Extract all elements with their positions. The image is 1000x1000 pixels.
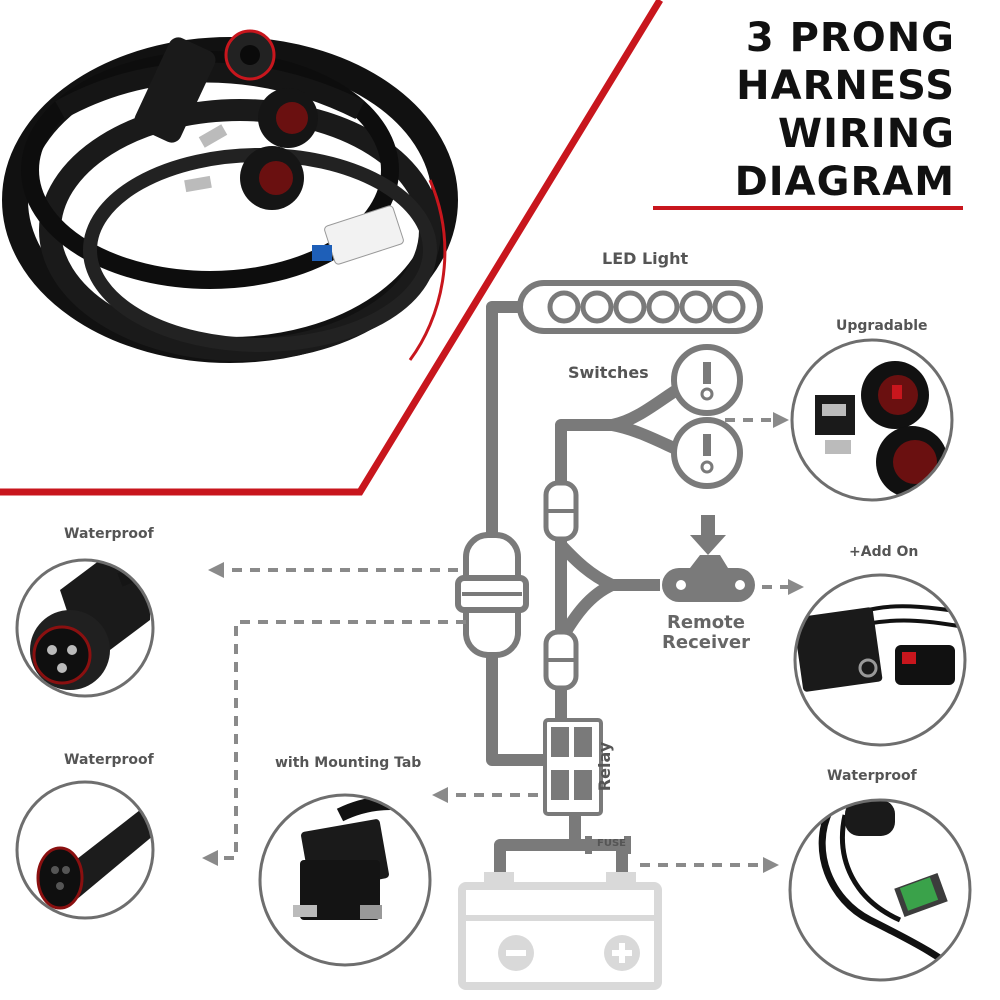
remote-wire-upper: [556, 540, 660, 591]
add-on-label: +Add On: [849, 544, 919, 560]
switches-label: Switches: [568, 363, 649, 382]
led-light-label: LED Light: [602, 249, 689, 268]
waterproof-plug-photo: [15, 558, 155, 698]
title-line-3: WIRING: [778, 111, 955, 157]
battery-symbol: [458, 872, 662, 990]
upgradable-switch-photo: [790, 338, 954, 502]
arrow-to-waterproof-bottom: [215, 620, 466, 860]
remote-receiver-symbol: [662, 515, 755, 602]
relay-photo: [258, 793, 432, 967]
down-arrow-icon: [701, 515, 715, 535]
waterproof-label-top-left: Waterproof: [64, 526, 154, 542]
switch-symbol-lower: [671, 417, 743, 489]
battery-negative-wire: [494, 815, 581, 872]
remote-receiver-label: Remote Receiver: [655, 613, 757, 653]
title-line-2: HARNESS: [736, 63, 955, 109]
waterproof-socket-photo: [15, 780, 155, 920]
arrow-heads: [202, 412, 804, 873]
led-bulb: [547, 290, 581, 324]
fuse-holder-photo: [788, 798, 972, 982]
remote-control-photo: [793, 573, 967, 747]
callout-arrows: [215, 418, 790, 867]
switch-connector: [543, 480, 579, 542]
title-line-4: DIAGRAM: [734, 159, 955, 205]
battery-positive-wire: [575, 839, 628, 872]
led-bulb: [712, 290, 746, 324]
fuse-label: FUSE: [597, 838, 626, 849]
upgradable-label: Upgradable: [836, 318, 928, 334]
relay-connector: [543, 629, 579, 691]
waterproof-connector-main: [455, 532, 529, 658]
red-diagonal-divider: [0, 0, 663, 496]
waterproof-label-bottom-left: Waterproof: [64, 752, 154, 768]
relay-symbol: [543, 718, 603, 816]
title-underline: [653, 206, 963, 210]
remote-label-line1: Remote: [666, 612, 745, 633]
led-bulb: [679, 290, 713, 324]
led-bulb: [613, 290, 647, 324]
fuse-mark-left: [585, 836, 592, 854]
relay-label: Relay: [595, 741, 615, 792]
mounting-tab-label: with Mounting Tab: [275, 755, 422, 771]
remote-label-line2: Receiver: [662, 632, 750, 653]
led-bulb: [646, 290, 680, 324]
led-bulb: [580, 290, 614, 324]
switch-symbol-upper: [671, 344, 743, 416]
led-light-bar: [517, 280, 763, 334]
waterproof-label-right: Waterproof: [827, 768, 917, 784]
fuse-mark-right: [624, 836, 631, 854]
title-line-1: 3 PRONG: [745, 15, 955, 61]
